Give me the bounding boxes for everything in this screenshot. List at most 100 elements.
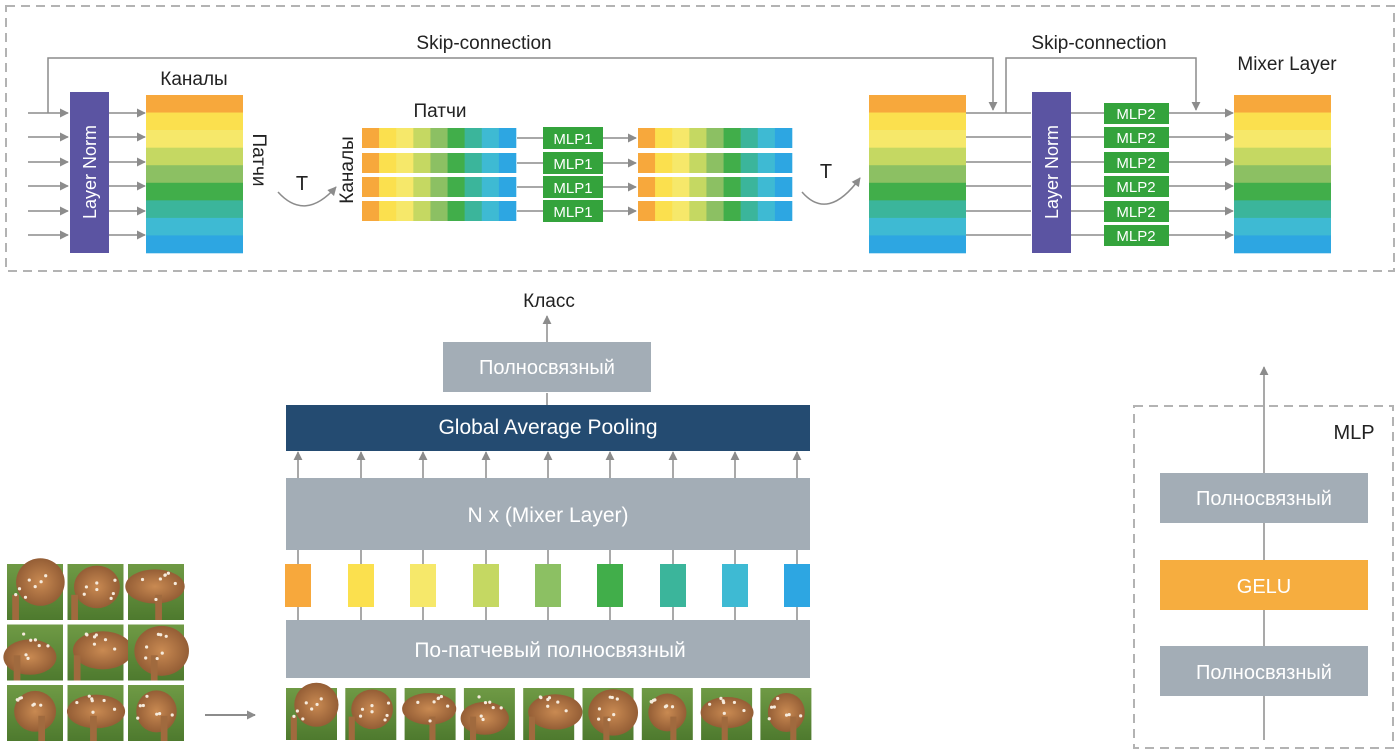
image-patch	[700, 688, 754, 740]
image-patch	[345, 688, 397, 740]
mlp2-block	[1104, 127, 1169, 148]
skip-connection-2-line	[1005, 57, 1201, 113]
channel-stack-3-band	[1234, 235, 1331, 254]
layer-norm-1-label: Layer Norm	[80, 125, 100, 219]
patch-strip-a-cell	[379, 177, 397, 197]
gelu-block	[1160, 560, 1368, 610]
channels-label: Каналы	[160, 69, 227, 90]
patch-strip-a-cell	[362, 177, 380, 197]
patch-strip-a-cell	[430, 128, 448, 148]
image-patch	[67, 564, 124, 620]
image-patch	[3, 624, 63, 681]
patch-strip-b-cell	[723, 153, 741, 173]
mlp1-label: MLP1	[553, 131, 592, 148]
patch-tokens	[285, 550, 810, 620]
skip-connection-1-label: Skip-connection	[416, 33, 551, 54]
image-patch	[128, 624, 189, 681]
image-patch	[760, 688, 812, 740]
patch-strip-a-cell	[379, 128, 397, 148]
patch-strip-a-cell	[447, 153, 465, 173]
patch-strip-b-cell	[757, 201, 776, 221]
patch-strip-b-cell	[740, 153, 759, 173]
patch-strip-b-cell	[655, 128, 673, 148]
patch-strip-b-cell	[689, 177, 707, 197]
patch-strip-a-cell	[396, 201, 414, 221]
channel-stack-2-band	[869, 147, 966, 166]
mlp2-block	[1104, 225, 1169, 246]
patch-strip-a-cell	[413, 128, 431, 148]
channel-stack-1-band	[146, 200, 243, 219]
patch-strip-a-cell	[379, 201, 397, 221]
patch-strip-a-cell	[362, 201, 380, 221]
channel-stack-2	[869, 95, 966, 254]
patch-strip-b-cell	[757, 128, 776, 148]
mlp1-label: MLP1	[553, 156, 592, 173]
mixer-stack-label: N x (Mixer Layer)	[467, 504, 628, 527]
mixer-stack-block	[286, 478, 810, 550]
mlp-fc-bottom	[1160, 646, 1368, 696]
patch-strip-a-cell	[430, 201, 448, 221]
image-patch	[641, 688, 693, 740]
patch-strip-b-cell	[638, 201, 656, 221]
layer-norm-2-label: Layer Norm	[1042, 125, 1062, 219]
mlp2-block	[1104, 103, 1169, 124]
image-patch	[66, 685, 126, 741]
image-patch	[460, 688, 515, 740]
mlp1-label: MLP1	[553, 180, 592, 197]
channel-stack-3	[1234, 95, 1331, 254]
transpose-1-arrow	[277, 186, 337, 207]
mlp-box-title: MLP	[1333, 422, 1374, 444]
channel-stack-3-band	[1234, 200, 1331, 219]
patch-strip-b-cell	[706, 201, 724, 221]
image-patch	[7, 558, 65, 620]
mlp2-label: MLP2	[1116, 179, 1155, 196]
channel-stack-3-band	[1234, 130, 1331, 148]
patch-image-row	[286, 682, 812, 740]
channel-stack-3-band	[1234, 182, 1331, 201]
patch-token	[348, 564, 374, 607]
image-patch	[125, 564, 185, 620]
fc-block	[443, 342, 651, 392]
patch-strips-b	[638, 128, 793, 221]
patch-strip-b-cell	[672, 201, 690, 221]
patch-strip-b-cell	[740, 201, 759, 221]
image-patch	[67, 624, 133, 681]
patch-strip-b-cell	[689, 153, 707, 173]
patch-strip-b-cell	[774, 177, 793, 197]
patch-strip-a-cell	[430, 153, 448, 173]
channel-stack-1-band	[146, 235, 243, 254]
channel-stack-2-band	[869, 235, 966, 254]
channel-stack-1-band	[146, 217, 243, 236]
input-arrows	[28, 108, 69, 240]
mlp-fc-top-label: Полносвязный	[1196, 488, 1332, 510]
patch-strip-a-cell	[413, 201, 431, 221]
mlp2-label: MLP2	[1116, 155, 1155, 172]
class-label: Класс	[523, 291, 575, 312]
patch-strip-a-cell	[464, 153, 483, 173]
patch-strip-b-cell	[655, 201, 673, 221]
mixer-to-gap-arrows	[293, 451, 802, 478]
patch-strip-a-cell	[481, 177, 500, 197]
patch-strip-b-cell	[757, 177, 776, 197]
fc-block-label: Полносвязный	[479, 357, 615, 379]
patch-strip-b-cell	[638, 177, 656, 197]
mlp2-label: MLP2	[1116, 130, 1155, 147]
patch-strip-b-cell	[672, 153, 690, 173]
channel-stack-3-band	[1234, 165, 1331, 184]
patch-strip-b-cell	[706, 153, 724, 173]
patch-strip-a-cell	[498, 128, 517, 148]
patch-strip-a-cell	[481, 201, 500, 221]
image-patch	[286, 682, 339, 740]
patch-strip-a-cell	[481, 128, 500, 148]
channel-stack-3-band	[1234, 147, 1331, 166]
image-patch	[402, 688, 457, 740]
patch-strip-a-cell	[498, 177, 517, 197]
transpose-2-arrow	[801, 177, 861, 205]
mlp1-block	[543, 127, 603, 149]
mlp2-label: MLP2	[1116, 228, 1155, 245]
patch-strip-b-cell	[655, 177, 673, 197]
patch-strip-a-cell	[464, 201, 483, 221]
patch-strip-b-cell	[638, 153, 656, 173]
